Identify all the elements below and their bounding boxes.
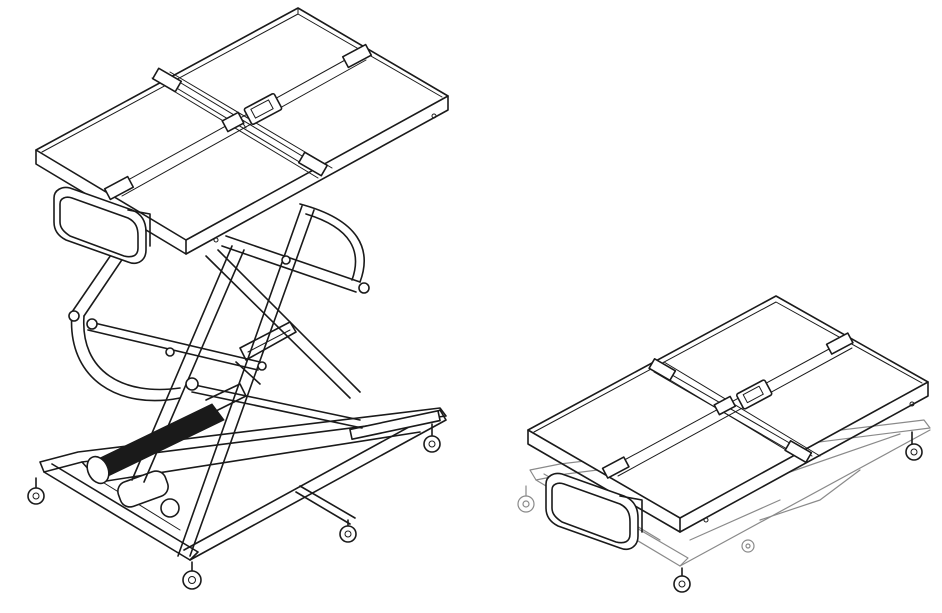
side-cushion-lowered xyxy=(545,472,643,551)
push-handle xyxy=(68,203,365,402)
scissor-mechanism xyxy=(86,205,370,557)
caster-lowered-front-right xyxy=(673,567,691,593)
caster-front-right xyxy=(182,561,202,590)
caster-rear-right xyxy=(423,423,441,453)
guide-rail xyxy=(235,321,297,385)
lift-actuator xyxy=(86,383,247,518)
strap-buckle xyxy=(221,92,283,133)
caster-lowered-front-left xyxy=(517,485,535,513)
caster-lowered-rear-right xyxy=(905,431,923,461)
caster-rear-middle xyxy=(339,519,357,543)
side-cushion xyxy=(53,186,151,265)
caster-front-left xyxy=(27,477,45,505)
strap-buckle-lowered xyxy=(713,379,773,416)
cross-straps xyxy=(103,43,373,201)
caster-lowered-rear-middle xyxy=(741,539,755,553)
